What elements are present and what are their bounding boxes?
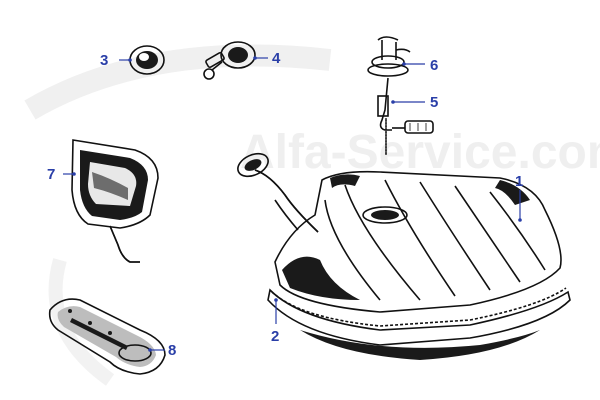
filler-housing-part-7 bbox=[71, 139, 159, 263]
callout-2: 2 bbox=[271, 328, 279, 345]
locking-cap-part-4 bbox=[203, 41, 256, 80]
sender-flange-part-6 bbox=[367, 36, 411, 77]
callout-6: 6 bbox=[430, 57, 438, 74]
watermark-swoosh bbox=[24, 44, 332, 120]
callout-leaders bbox=[63, 56, 522, 352]
strap-part-8 bbox=[48, 298, 166, 375]
grommet-part-3 bbox=[129, 45, 165, 75]
callout-3: 3 bbox=[100, 52, 108, 69]
callout-8: 8 bbox=[168, 342, 176, 359]
fuel-sender-part-5 bbox=[377, 77, 434, 155]
callout-7: 7 bbox=[47, 166, 55, 183]
callout-labels: 3 4 6 5 1 2 7 8 bbox=[47, 50, 523, 359]
watermark-text: Alfa-Service.com bbox=[240, 126, 600, 179]
fuel-tank-part-1 bbox=[237, 152, 571, 360]
tank-gasket-part-2 bbox=[271, 287, 567, 327]
callout-1: 1 bbox=[515, 173, 523, 190]
callout-5: 5 bbox=[430, 94, 438, 111]
watermark: Alfa-Service.com bbox=[24, 44, 600, 386]
callout-4: 4 bbox=[272, 50, 281, 67]
